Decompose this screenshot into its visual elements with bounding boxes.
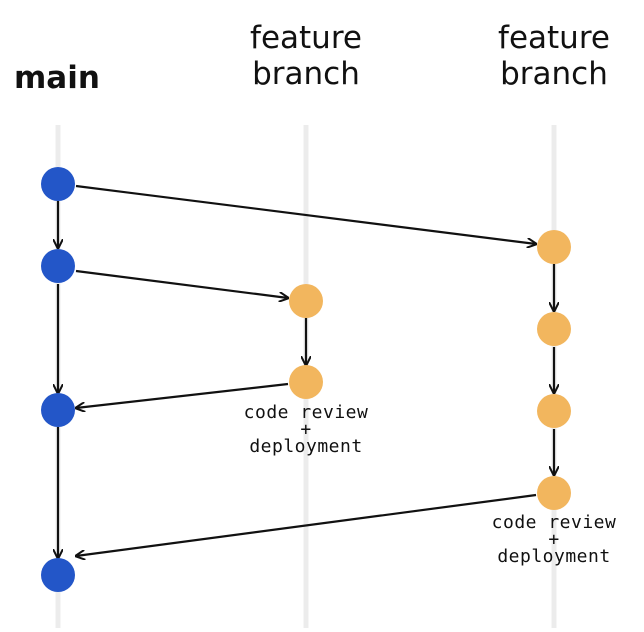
main-branch-label-text: main xyxy=(14,60,100,96)
arrow-main-c1-to-f2-c1 xyxy=(75,184,536,244)
main-commit-3 xyxy=(41,393,75,427)
feature2-commit-3 xyxy=(537,394,571,428)
main-branch-label: main xyxy=(14,60,104,96)
feature2-commit-1 xyxy=(537,230,571,264)
feature2-note-line2: + xyxy=(548,529,560,550)
feature1-commit-2 xyxy=(289,365,323,399)
feature2-note-line3: deployment xyxy=(497,546,611,567)
feature-branch-1-label-line1: feature xyxy=(250,20,362,56)
feature1-note-line2: + xyxy=(300,419,312,440)
arrow-f1-merge-to-main xyxy=(76,382,289,408)
arrow-f2-merge-to-main xyxy=(76,493,537,556)
feature-branch-2-label-line2: branch xyxy=(500,56,608,93)
main-commit-2 xyxy=(41,249,75,283)
main-commit-1 xyxy=(41,167,75,201)
feature2-commit-4 xyxy=(537,476,571,510)
feature-branch-1-label-line2: branch xyxy=(252,56,360,93)
arrow-main-c2-to-f1-c1 xyxy=(75,269,288,298)
feature1-merge-note: code review + deployment xyxy=(226,402,386,457)
feature1-commit-1 xyxy=(289,284,323,318)
feature-branch-1-label: feature branch xyxy=(226,20,386,93)
main-commit-4 xyxy=(41,558,75,592)
feature2-merge-note: code review + deployment xyxy=(474,512,634,567)
feature2-commit-2 xyxy=(537,312,571,346)
feature-branch-2-label-line1: feature xyxy=(498,20,610,56)
feature2-note-line1: code review xyxy=(491,512,617,533)
feature-branch-2-label: feature branch xyxy=(474,20,634,93)
feature1-note-line3: deployment xyxy=(249,436,363,457)
feature1-note-line1: code review xyxy=(243,402,369,423)
